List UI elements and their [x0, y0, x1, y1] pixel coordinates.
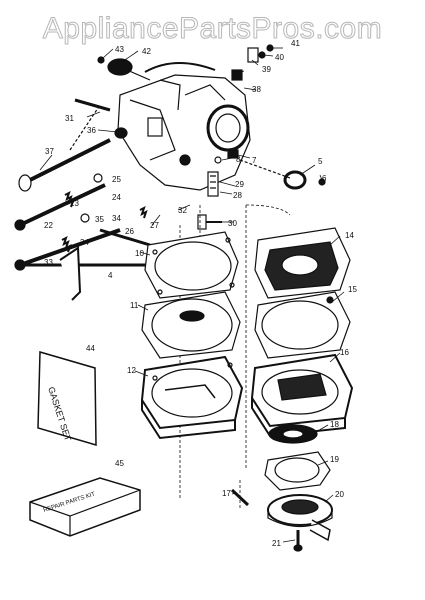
gasket-set-envelope [37, 351, 97, 447]
label-16: 16 [340, 348, 349, 357]
part-19-gasket [264, 451, 331, 491]
label-36: 36 [87, 126, 96, 135]
leader-lines [39, 47, 345, 543]
label-12: 12 [127, 366, 136, 375]
label-26: 26 [125, 227, 134, 236]
part-12-cover [140, 355, 244, 440]
part-31-screw [74, 98, 111, 112]
label-5: 5 [318, 157, 323, 166]
part-4-lever [20, 228, 155, 301]
label-27: 27 [150, 221, 159, 230]
label-44: 44 [86, 344, 95, 353]
label-34b: 34 [80, 238, 89, 247]
label-17: 17 [222, 489, 231, 498]
carburetor-body [117, 61, 251, 191]
label-21: 21 [272, 539, 281, 548]
label-38: 38 [252, 85, 261, 94]
label-20: 20 [335, 490, 344, 499]
label-31: 31 [65, 114, 74, 123]
label-41: 41 [291, 39, 300, 48]
label-29: 29 [235, 180, 244, 189]
label-34: 34 [112, 214, 121, 223]
label-37: 37 [45, 147, 54, 156]
label-35: 35 [95, 215, 104, 224]
part-15-diaphragm [254, 291, 351, 359]
label-25: 25 [112, 175, 121, 184]
part-14-gasket [254, 227, 351, 299]
repair-kit-box [29, 477, 141, 537]
label-43: 43 [115, 45, 124, 54]
part-37-shaft [18, 104, 111, 192]
label-32: 32 [178, 206, 187, 215]
label-4: 4 [108, 271, 113, 280]
part-18-screen [268, 424, 318, 444]
label-28: 28 [233, 191, 242, 200]
label-45: 45 [115, 459, 124, 468]
label-24: 24 [112, 193, 121, 202]
label-42: 42 [142, 47, 151, 56]
label-19: 19 [330, 455, 339, 464]
label-8: 8 [236, 155, 241, 164]
part-36-nut [114, 127, 128, 139]
label-6: 6 [322, 174, 327, 183]
watermark: AppliancePartsPros.com [42, 12, 383, 46]
label-14: 14 [345, 231, 354, 240]
part-10-gasket [144, 231, 239, 299]
label-39: 39 [262, 65, 271, 74]
part-42-disc [107, 58, 151, 81]
label-18: 18 [330, 420, 339, 429]
label-40: 40 [275, 53, 284, 62]
part-16-pump-body [250, 353, 354, 438]
part-11-diaphragm [141, 291, 241, 359]
part-17-screw [230, 488, 250, 507]
label-23: 23 [70, 199, 79, 208]
part-20-cover [267, 494, 333, 542]
part-43-screw [97, 56, 105, 64]
part-29-plunger [207, 171, 219, 197]
top-right-parts [231, 44, 274, 81]
label-22: 22 [44, 221, 53, 230]
label-33: 33 [44, 258, 53, 267]
part-21-screw [293, 530, 303, 552]
left-screws-group [14, 173, 148, 271]
label-10: 10 [135, 249, 144, 258]
label-30: 30 [228, 219, 237, 228]
label-15: 15 [348, 285, 357, 294]
label-11: 11 [130, 301, 139, 310]
label-7: 7 [252, 156, 257, 165]
part-30-needle [197, 214, 222, 230]
